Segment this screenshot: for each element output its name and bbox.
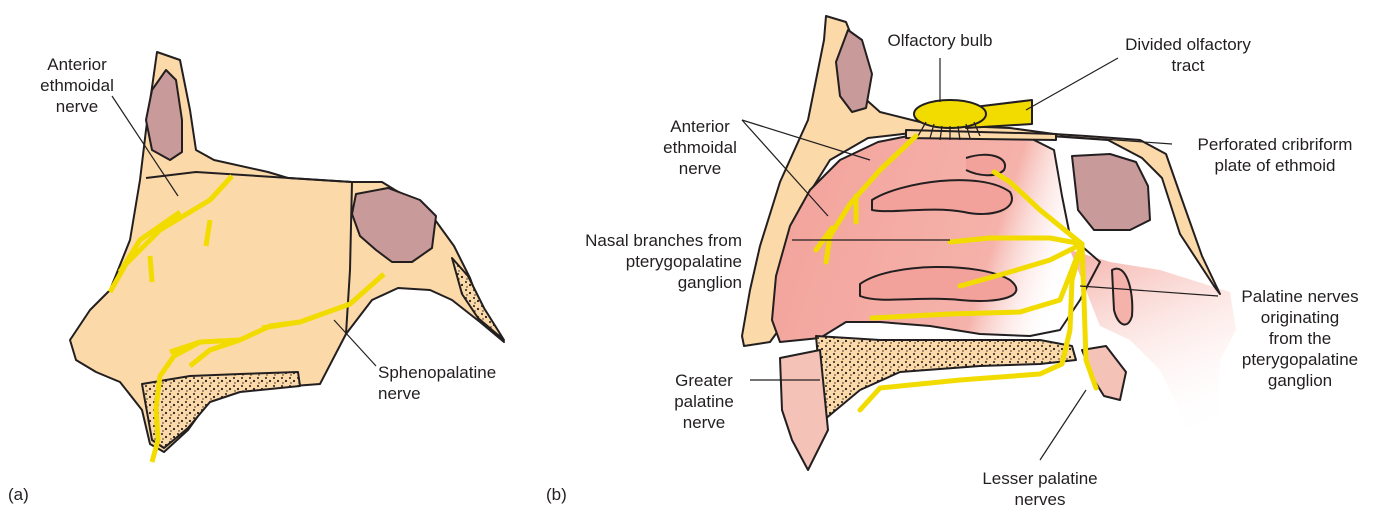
label-nasal-branches: Nasal branches from pterygopalatine gang… xyxy=(558,230,742,293)
lower-bone xyxy=(780,350,828,470)
hard-palate xyxy=(816,336,1076,420)
label-anterior-ethmoidal-b: Anterior ethmoidal nerve xyxy=(660,116,740,179)
label-divided-olfactory-tract: Divided olfactory tract xyxy=(1118,34,1258,76)
panel-a-tag: (a) xyxy=(8,484,29,505)
superior-turbinate xyxy=(966,155,1005,175)
label-sphenopalatine: Sphenopalatine nerve xyxy=(378,362,496,404)
label-anterior-ethmoidal-a: Anterior ethmoidal nerve xyxy=(22,54,132,117)
label-cribriform-plate: Perforated cribriform plate of ethmoid xyxy=(1180,134,1370,176)
palate-speckle xyxy=(142,372,300,448)
label-lesser-palatine: Lesser palatine nerves xyxy=(970,468,1110,510)
label-olfactory-bulb: Olfactory bulb xyxy=(884,30,996,51)
label-palatine-nerves: Palatine nerves originating from the pte… xyxy=(1228,286,1372,391)
panel-b-drawing xyxy=(742,16,1236,470)
frontal-sinus xyxy=(146,70,182,160)
label-greater-palatine: Greater palatine nerve xyxy=(660,370,748,433)
panel-b-tag: (b) xyxy=(546,484,567,505)
sphenoid-sinus-b xyxy=(1072,154,1150,230)
